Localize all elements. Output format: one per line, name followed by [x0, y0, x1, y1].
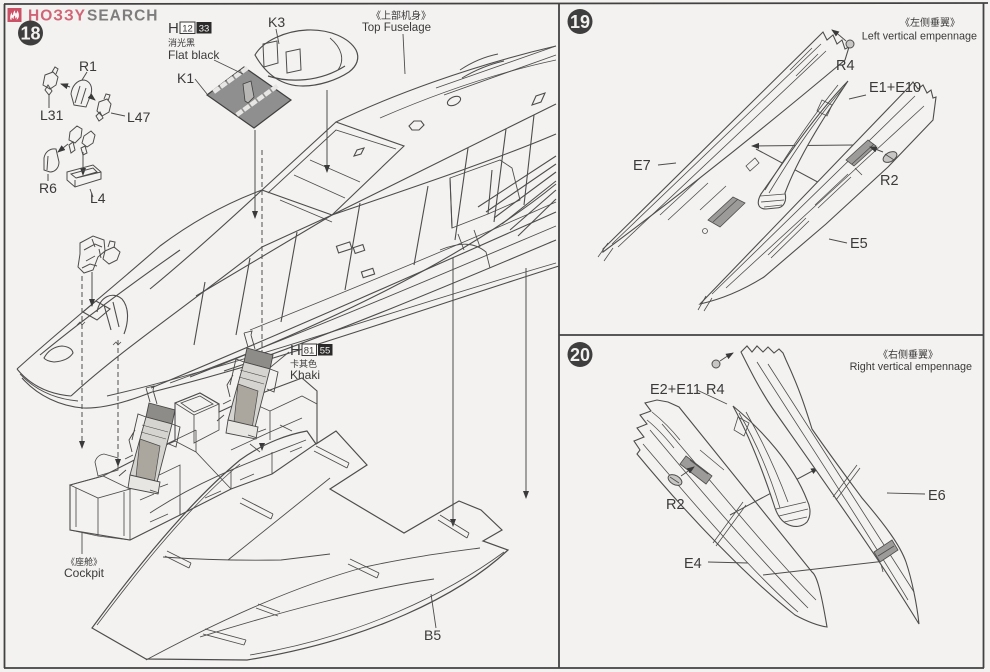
- svg-text:E4: E4: [684, 556, 702, 572]
- svg-text:消光黑: 消光黑: [168, 37, 195, 48]
- svg-text:《座舱》: 《座舱》: [66, 556, 102, 567]
- svg-text:L31: L31: [40, 107, 64, 123]
- svg-text:E2+E11: E2+E11: [650, 382, 701, 398]
- svg-text:E1+E10: E1+E10: [869, 80, 921, 96]
- svg-text:B5: B5: [424, 627, 441, 643]
- svg-text:55: 55: [320, 346, 331, 357]
- svg-text:L4: L4: [90, 190, 106, 206]
- svg-text:L47: L47: [127, 109, 151, 125]
- svg-text:R4: R4: [836, 58, 855, 74]
- svg-text:Right vertical empennage: Right vertical empennage: [850, 361, 972, 373]
- svg-text:Cockpit: Cockpit: [64, 566, 105, 580]
- svg-text:R2: R2: [666, 497, 685, 513]
- svg-text:E5: E5: [850, 236, 868, 252]
- svg-text:Top Fuselage: Top Fuselage: [362, 22, 431, 34]
- svg-text:H: H: [168, 20, 179, 37]
- svg-text:卡其色: 卡其色: [290, 358, 317, 369]
- svg-text:33: 33: [199, 24, 210, 35]
- svg-text:SEARCH: SEARCH: [87, 8, 158, 25]
- svg-text:81: 81: [304, 346, 315, 357]
- svg-text:H: H: [290, 342, 301, 359]
- svg-text:Khaki: Khaki: [290, 368, 320, 382]
- svg-text:R1: R1: [79, 58, 97, 74]
- svg-text:《右侧垂翼》: 《右侧垂翼》: [878, 348, 938, 361]
- svg-text:19: 19: [570, 12, 590, 32]
- svg-text:Left vertical empennage: Left vertical empennage: [862, 31, 977, 43]
- svg-text:R2: R2: [880, 173, 899, 189]
- svg-text:R4: R4: [706, 382, 725, 398]
- svg-text:R6: R6: [39, 180, 57, 196]
- svg-text:E6: E6: [928, 488, 946, 504]
- svg-text:20: 20: [570, 345, 590, 365]
- svg-text:HOЗЗY: HOЗЗY: [28, 8, 86, 25]
- svg-text:18: 18: [20, 24, 40, 44]
- svg-text:K3: K3: [268, 14, 285, 30]
- svg-text:E7: E7: [633, 158, 651, 174]
- svg-text:Flat black: Flat black: [168, 48, 220, 62]
- svg-text:12: 12: [182, 24, 193, 35]
- svg-text:《上部机身》: 《上部机身》: [371, 9, 431, 22]
- svg-text:K1: K1: [177, 70, 194, 86]
- svg-text:《左侧垂翼》: 《左侧垂翼》: [900, 16, 960, 29]
